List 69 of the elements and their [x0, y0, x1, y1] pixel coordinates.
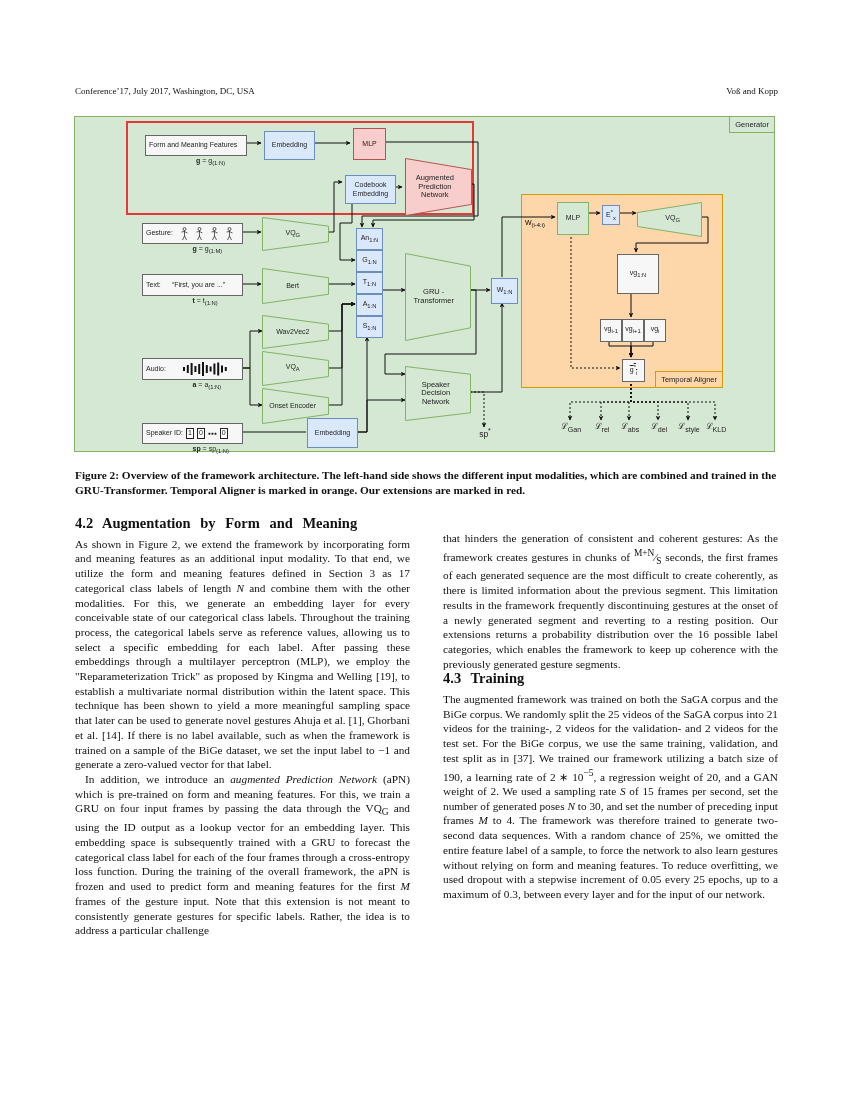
feature-slot: [356, 250, 383, 272]
feature-slot: [356, 272, 383, 294]
arrow: [327, 281, 356, 287]
embedding-box: [602, 205, 620, 225]
decoder-trapezoid: [637, 202, 702, 237]
encoder-trapezoid: [262, 315, 329, 349]
arrow: [381, 287, 406, 293]
arrow: [241, 281, 262, 287]
node-text: ℒ$_{Gan}$: [560, 422, 582, 434]
encoder-trapezoid: [262, 351, 329, 386]
arrow: [384, 289, 477, 377]
connector-line: [241, 431, 307, 433]
encoder-trapezoid: [262, 268, 329, 304]
arrow: [370, 183, 475, 228]
paragraph: The augmented framework was trained on both the SaGA corpus and the BiGe corpus. We randomly split the 25 videos of the SaGA corpus into 21 videos for the training-, 2 videos for the validation- and 2 videos for the test set. For the BiGe corpus, we use the same training, validation, and test split as in [37]. We trained our framework utilizing a batch size of 190, a learning rate of 2 ∗ 10$^{−5}$, a regression weight of 20, and a GAN weight of 2. We used a sampling rate S of 15 frames per second, set the number of generated poses N to 30, and set the number of preceding input frames M to 4. The framework was therefore trained to generate two-second data sequences. With a random chance of 25%, we omitted the entire feature label of a sample, to force the network to also learn gestures without relying on form and meaning features. To reduce overfitting, we used dropout with a stepwise increment of 0.05 every 25 epochs, up to a maximum of 0.3, between every layer and for the input of our network.: [443, 692, 778, 902]
code-slot: [622, 319, 644, 342]
node-text: ℒ$_{rel}$: [594, 422, 610, 434]
network-trapezoid: [405, 253, 471, 341]
arrow: [241, 229, 262, 235]
arrow: [469, 302, 505, 393]
encoder-trapezoid: [262, 217, 329, 251]
arrow: [633, 216, 709, 253]
running-header: Conference’17, July 2017, Washington, DC, USA: [75, 85, 256, 98]
feature-slot: [356, 294, 383, 316]
arrow: [617, 210, 637, 216]
feature-slot: [356, 316, 383, 338]
arrow: [628, 291, 634, 318]
arrow: [327, 179, 343, 233]
input-box: [145, 135, 247, 156]
output-box: [622, 359, 645, 382]
node-text: ℒ$_{style}$: [678, 422, 700, 434]
input-box: [142, 358, 243, 380]
code-slot: [644, 319, 666, 342]
arrow: [586, 210, 601, 216]
arrow: [359, 141, 479, 228]
input-box: [142, 274, 243, 296]
node-text: sp$^{*}$: [479, 426, 491, 440]
aligner-panel: [521, 194, 723, 388]
arrow: [241, 367, 263, 408]
paragraph: In addition, we introduce an augmented Prediction Network (aPN) which is pre-trained on form and meaning features. For this, we train a GRU on four input frames by passing the data through the VQ$_{G}$ and using the ID output as a lookup vector for an embedding layer. This embedding space is subsequently trained with a GRU to forecast the categorical class label for each of the four frames through a cross-entropy loss function. During the training of the overall framework, the aPN is frozen and used to predict form and meaning features for the first M frames of the gesture input. Note that this extension is not meant to consistently generate gestures for specific labels. Rather, the idea is to address a particular challenge: [75, 771, 410, 938]
node-text: ℒ$_{KLD}$: [705, 422, 727, 434]
input-box: [142, 423, 243, 444]
arrow: [356, 397, 406, 433]
codebook-box: [345, 175, 396, 204]
running-header: Voß and Kopp: [725, 85, 778, 98]
paragraph: As shown in Figure 2, we extend the framework by incorporating form and meaning features as an additional input modality. To that end, we utilize the form and meaning features defined in Section 3 as 17 categorical class labels of length N and combine them with the other modalities. For this, we generate an embedding layer for every conceivable state of our categorical class labels. Throughout the training process, the categorical labels serve as reference values, allowing us to select a specific embedding for each label. After passing these embeddings through a multilayer perceptron (MLP), we employ the "Reparameterization Trick" as proposed by Kingma and Welling [19], to establish a multivariate normal distribution within the latent space. This technique has been shown to yield a more meaningful sampling space that later can be used to generate novel gestures Ahuja et al. [1], Ghorbani et al. [14]. If there is no label available, such as when the framework is trained on a sample of the BiGe dataset, we set the input label to −1 and generate a zero-valued vector for that label.: [75, 536, 410, 772]
feature-slot: [356, 228, 383, 250]
section-heading: 4.3 Training: [443, 671, 526, 687]
arrow: [628, 339, 654, 358]
input-box: [142, 223, 243, 244]
dashed-arrow: [469, 391, 487, 428]
embedding-box: [264, 131, 315, 160]
codes-box: [617, 254, 659, 294]
encoder-trapezoid: [262, 388, 329, 424]
generator-panel: [74, 116, 775, 452]
extension-outline: [126, 121, 474, 215]
arrow: [501, 214, 556, 278]
embedding-box: [307, 418, 358, 448]
mlp-box: [557, 202, 589, 235]
network-trapezoid: [405, 158, 472, 216]
paragraph: that hinders the generation of consistent and coherent gestures: As the framework creates gestures in chunks of $^{M+N}$⁄$_{S}$ seconds, the first frames of each generated sequence are the most difficult to create coherently, as there is limited information about the previous segment. This limitation results in the framework frequently discontinuing gestures at the onset of a newly generated segment and reverting to a resting position. Our extensions returns a probability distribution over the 16 possible label categories, which enables the framework to keep up coherence with the previously generated gesture segments.: [443, 531, 778, 672]
mlp-box: [353, 128, 386, 160]
figure-caption: Figure 2: Overview of the framework architecture. The left-hand side shows the different input modalities, which are combined and trained in the GRU-Transformer. Temporal Aligner is marked in orange. Our extensions are marked in red.: [75, 468, 778, 498]
node-text: ℒ$_{abs}$: [620, 422, 640, 434]
network-trapezoid: [405, 366, 471, 421]
node-text: ℒ$_{del}$: [650, 422, 668, 434]
weights-box: [491, 278, 518, 304]
code-slot: [600, 319, 622, 342]
section-heading: 4.2 Augmentation by Form and Meaning: [75, 516, 359, 531]
